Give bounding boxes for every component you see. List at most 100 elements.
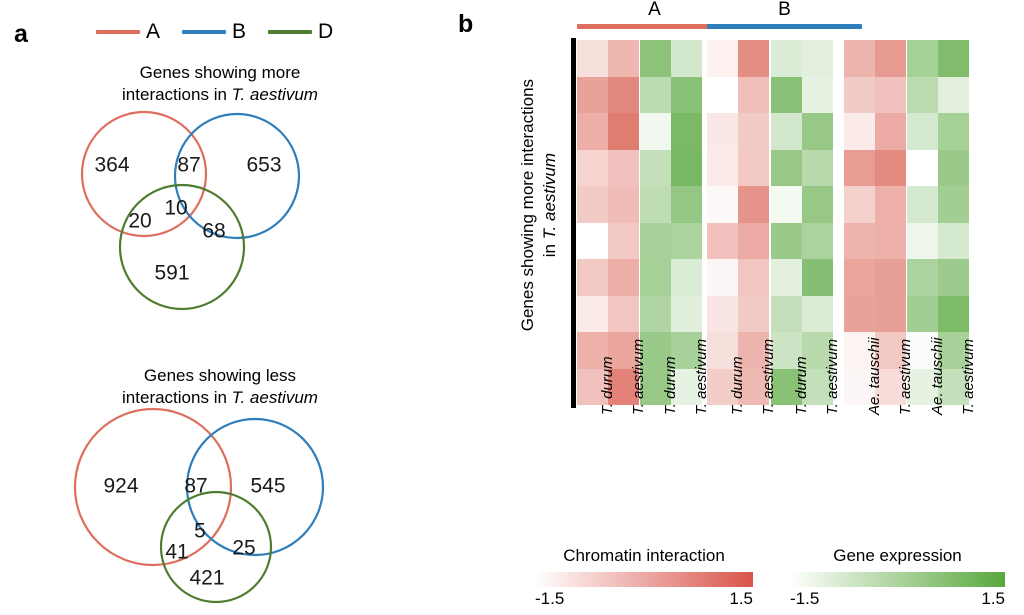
heatmap-cell <box>671 186 702 223</box>
heatmap-cell <box>844 295 875 332</box>
venn-less-circle-a <box>73 407 233 567</box>
heatmap-cell <box>577 113 608 150</box>
colorbar-expression-gradient <box>790 572 1005 587</box>
heatmap-cell <box>844 76 875 113</box>
heatmap-cell <box>938 40 969 77</box>
colorbar-expression-max: 1.5 <box>981 589 1005 608</box>
heatmap-cell <box>938 295 969 332</box>
heatmap-cell <box>640 259 671 296</box>
venn-more-count-ab: 87 <box>177 154 200 177</box>
heatmap-cell <box>802 259 833 296</box>
heatmap-cell <box>875 149 906 186</box>
heatmap-cell <box>771 259 802 296</box>
heatmap-cell <box>671 149 702 186</box>
heatmap-cell <box>938 113 969 150</box>
heatmap-cell <box>608 368 639 405</box>
heatmap-cell <box>907 368 938 405</box>
heatmap-cell <box>608 76 639 113</box>
heatmap-cell <box>844 186 875 223</box>
heatmap-cell <box>738 332 769 369</box>
heatmap-cell <box>844 368 875 405</box>
heatmap-cell <box>738 259 769 296</box>
venn-less-title-line1: Genes showing less <box>143 366 297 385</box>
heatmap-cell <box>608 222 639 259</box>
heatmap-cell <box>640 113 671 150</box>
heatmap-cell <box>938 186 969 223</box>
heatmap-cell <box>802 332 833 369</box>
heatmap-x-label: T. aestivum <box>960 338 977 415</box>
heatmap-cell <box>640 332 671 369</box>
heatmap-cell <box>802 222 833 259</box>
heatmap-cell <box>844 259 875 296</box>
heatmap-cell <box>738 149 769 186</box>
legend-swatch-a-icon <box>96 29 140 34</box>
heatmap-cell <box>938 332 969 369</box>
heatmap-cell <box>875 368 906 405</box>
heatmap-x-label: Ae. tauschii <box>929 337 946 415</box>
heatmap-cell <box>938 76 969 113</box>
venn-more-title-species: T. aestivum <box>231 84 318 104</box>
heatmap-cell <box>640 368 671 405</box>
heatmap-cell <box>875 186 906 223</box>
heatmap-cell <box>771 40 802 77</box>
heatmap-cell <box>875 76 906 113</box>
heatmap-cell <box>738 368 769 405</box>
heatmap-cell <box>671 113 702 150</box>
venn-less-count-d-only: 421 <box>189 567 224 590</box>
heatmap-cell <box>875 332 906 369</box>
heatmap-cell <box>771 149 802 186</box>
heatmap-cell <box>802 149 833 186</box>
venn-less-title-species: T. aestivum <box>231 387 318 407</box>
heatmap-cell <box>771 222 802 259</box>
heatmap-cell <box>802 76 833 113</box>
venn-more-count-d-only: 591 <box>154 262 189 285</box>
heatmap-cell <box>640 295 671 332</box>
heatmap-cell <box>771 368 802 405</box>
heatmap-x-label: T. durum <box>662 356 679 415</box>
heatmap-cell <box>907 186 938 223</box>
heatmap-cell <box>738 222 769 259</box>
heatmap-cell <box>707 186 738 223</box>
legend-label-a: A <box>146 20 161 43</box>
heatmap-cell <box>938 149 969 186</box>
heatmap-x-label: T. durum <box>599 356 616 415</box>
venn-less-circle-d <box>159 490 273 604</box>
legend-entry-d: D <box>268 21 333 42</box>
venn-more-circle-b <box>173 112 301 240</box>
venn-diagram-less: 924 87 545 5 41 25 421 <box>73 407 325 604</box>
heatmap-cell <box>907 40 938 77</box>
venn-diagram-more: 364 87 653 20 10 68 591 <box>80 110 301 311</box>
colorbar-expression-title: Gene expression <box>833 546 962 565</box>
heatmap-cell <box>875 259 906 296</box>
heatmap-y-axis-line <box>571 38 576 408</box>
heatmap-cell <box>771 186 802 223</box>
venn-less-circle-b <box>185 417 325 557</box>
venn-less-title-line2-pre: interactions in <box>122 387 232 407</box>
venn-more-title-line2-pre: interactions in <box>122 84 232 104</box>
heatmap-cell <box>671 332 702 369</box>
colorbar-chromatin-gradient <box>535 572 753 587</box>
heatmap-cell <box>771 113 802 150</box>
heatmap-cell <box>608 113 639 150</box>
heatmap-cell <box>771 332 802 369</box>
venn-more-count-b-only: 653 <box>246 154 281 177</box>
heatmap-cell <box>771 295 802 332</box>
group-header-a: A <box>577 0 732 29</box>
heatmap-cell <box>707 332 738 369</box>
colorbar-chromatin-ticks: -1.5 1.5 <box>535 589 753 609</box>
heatmap-cell <box>938 259 969 296</box>
group-label-b: B <box>778 0 791 20</box>
group-header-b: B <box>707 0 862 29</box>
heatmap-cell <box>608 186 639 223</box>
heatmap-cell <box>844 40 875 77</box>
heatmap-cell <box>671 40 702 77</box>
group-bar-b-icon <box>707 24 862 29</box>
heatmap-cell <box>608 332 639 369</box>
heatmap-x-label: T. durum <box>793 356 810 415</box>
group-label-a: A <box>648 0 661 20</box>
heatmap-x-label: T. aestivum <box>824 338 841 415</box>
heatmap-x-label: T. aestivum <box>897 338 914 415</box>
venn-more-title-line1: Genes showing more <box>139 63 301 82</box>
heatmap-cell <box>802 113 833 150</box>
venn-more-title: Genes showing more interactions in T. ae… <box>50 62 390 106</box>
